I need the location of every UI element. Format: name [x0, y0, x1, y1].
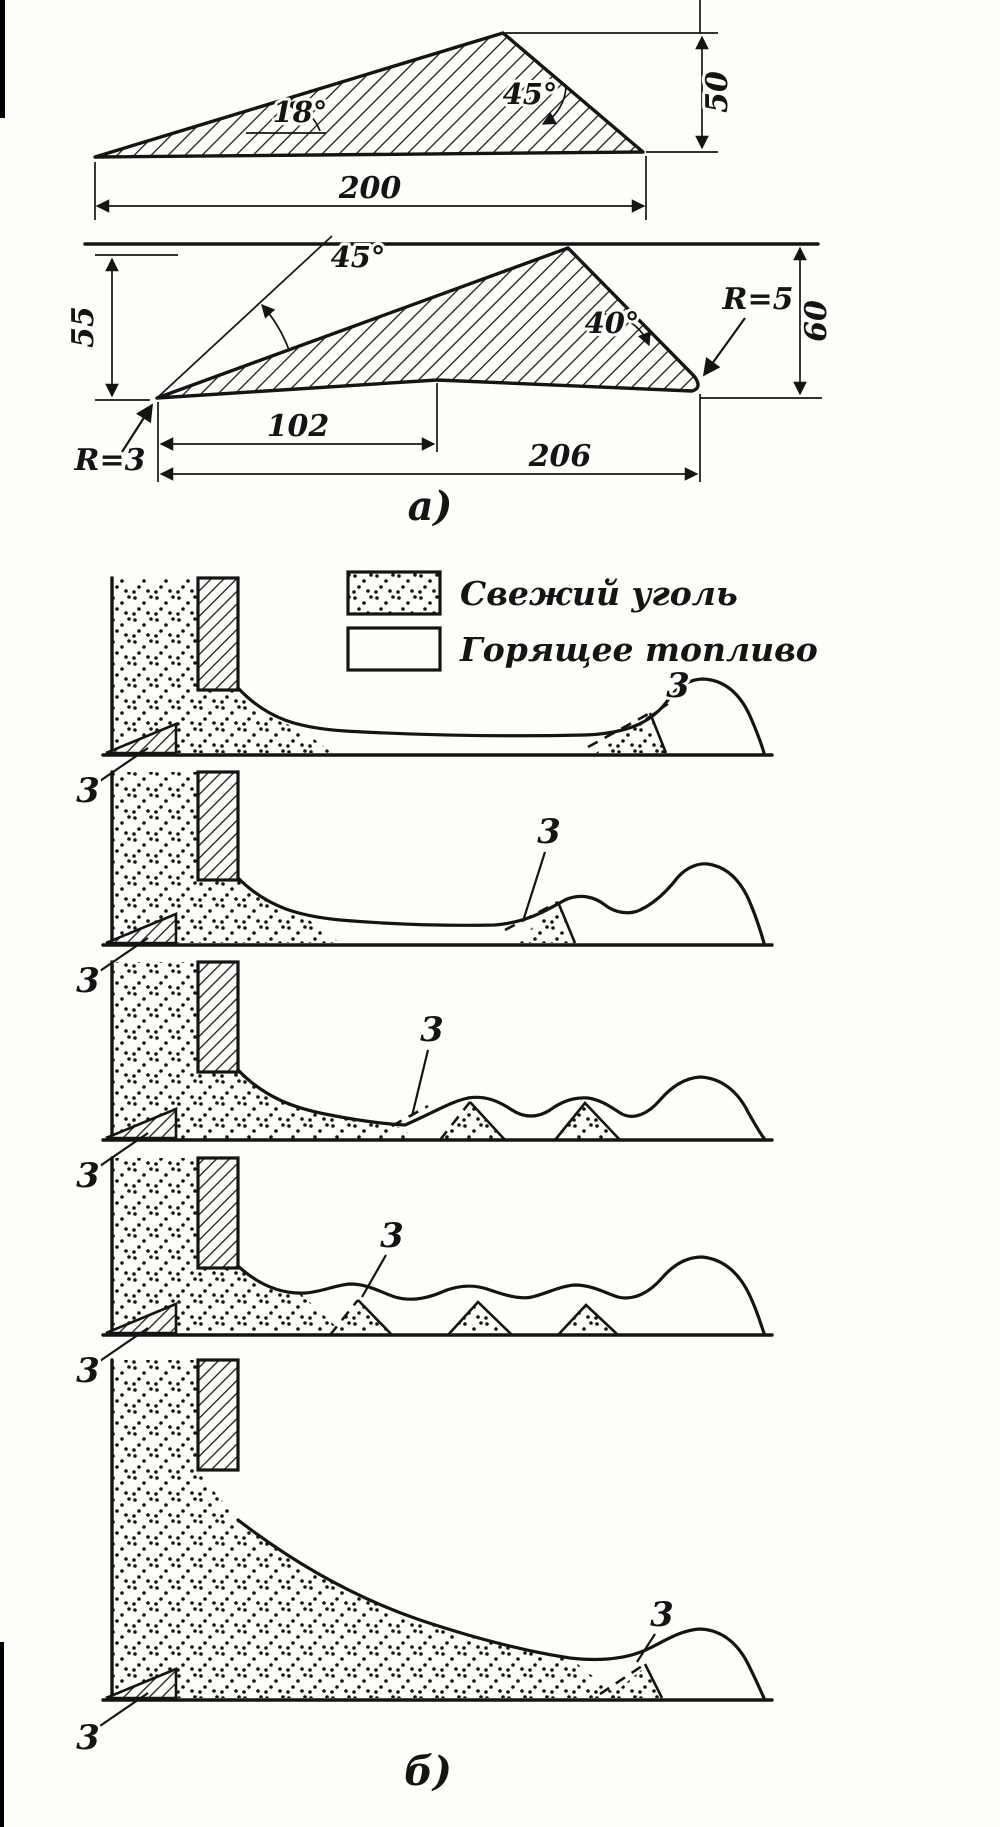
feed-marker-leader — [96, 1327, 149, 1364]
patch-solid-edge — [357, 1299, 393, 1336]
angle-arc-45 — [261, 303, 290, 351]
dim-label-200: 200 — [338, 171, 402, 206]
gate — [196, 576, 240, 692]
patch-solid-edge — [469, 1101, 506, 1141]
dim-label-50: 50 — [700, 71, 735, 113]
stage-3: 3 3 — [73, 960, 774, 1199]
legend-swatch-burning-fuel — [346, 626, 442, 672]
fuel-bed-surface — [236, 862, 766, 945]
bed-marker-label: 3 — [537, 812, 561, 852]
angle-ref-line-45 — [156, 235, 333, 399]
fresh-coal-fill — [112, 962, 420, 1140]
legend-swatch-fresh-coal — [346, 570, 442, 616]
radius-label-r5: R=5 — [722, 282, 794, 317]
patch-solid-edge — [557, 1303, 619, 1336]
fresh-coal-patch — [608, 1667, 662, 1698]
wedge-shape-bottom — [155, 246, 700, 400]
fresh-coal-fill — [112, 1360, 620, 1698]
patch-dashed-edge — [504, 900, 559, 932]
legend-label-fresh-coal: Свежий уголь — [460, 574, 738, 613]
fresh-coal-fill — [112, 1158, 345, 1335]
stage-1: 3 3 — [73, 576, 774, 814]
wedge-shape-top — [93, 31, 645, 159]
angle-arc-40 — [602, 313, 651, 347]
gate — [196, 960, 240, 1074]
toe-dashed-edge — [391, 1104, 429, 1128]
patch-solid-edge — [447, 1300, 513, 1336]
angle-arc-18 — [285, 99, 321, 132]
patch-solid-edge — [643, 1663, 664, 1699]
fresh-coal-fill — [112, 578, 332, 753]
fresh-coal-patch — [448, 1302, 512, 1335]
fuel-bed-surface — [236, 1068, 766, 1140]
feed-marker-leader — [96, 1132, 149, 1169]
profile-drawing-bottom: 45° 40° R=5 R=3 55 60 102 206 — [63, 235, 837, 482]
bed-marker-leader — [410, 1049, 430, 1117]
angle-label-45-top: 45° — [503, 77, 558, 111]
bed-marker-label: 3 — [666, 666, 690, 706]
legend-label-burning-fuel: Горящее топливо — [459, 630, 818, 669]
stage-4: 3 3 — [73, 1156, 774, 1394]
feed-marker-label: 3 — [76, 1351, 100, 1391]
feed-marker-label: 3 — [76, 1718, 100, 1758]
patch-dashed-edge — [328, 1299, 360, 1336]
gate — [196, 1156, 240, 1270]
fresh-coal-patch — [440, 1102, 505, 1140]
bed-marker-label: 3 — [650, 1595, 674, 1635]
angle-label-40: 40° — [585, 306, 640, 340]
angle-arc-45-top — [541, 85, 567, 125]
patch-dashed-edge — [587, 711, 651, 749]
profile-drawing-top: 18° 45° 50 200 — [93, 31, 738, 220]
fresh-coal-patch — [596, 716, 666, 753]
angle-label-18: 18° — [273, 95, 328, 129]
gate — [196, 770, 240, 882]
bed-marker-leader — [361, 1254, 387, 1298]
feed-marker-label: 3 — [76, 961, 100, 1001]
patch-dashed-edge — [438, 1101, 472, 1141]
leader-r5 — [702, 317, 746, 377]
fuel-bed-surface — [236, 677, 766, 755]
feed-marker-leader — [96, 747, 149, 784]
feed-marker-leader — [96, 937, 149, 974]
patch-solid-edge — [553, 1101, 621, 1141]
bed-marker-leader — [522, 851, 547, 919]
fuel-bed-surface — [236, 1255, 766, 1335]
angle-label-45: 45° — [331, 240, 386, 274]
legend: Свежий уголь Горящее топливо — [346, 570, 821, 672]
dim-label-60: 60 — [799, 300, 834, 342]
patch-solid-edge — [648, 712, 668, 754]
dim-label-55: 55 — [66, 306, 101, 348]
caption-part-b: б) — [404, 1748, 452, 1795]
patch-dashed-edge — [599, 1662, 646, 1696]
bed-marker-leader — [636, 1633, 656, 1663]
fuel-bed-surface — [236, 1518, 766, 1700]
patch-solid-edge — [556, 901, 577, 944]
fresh-coal-patch — [515, 905, 575, 943]
stage-2: 3 3 — [73, 770, 774, 1004]
gate — [196, 1358, 240, 1472]
bed-marker-leader — [645, 703, 669, 720]
stage-5: 3 3 — [73, 1358, 774, 1761]
radius-label-r3: R=3 — [74, 443, 146, 478]
caption-part-a: а) — [408, 483, 453, 530]
fresh-coal-patch — [558, 1305, 618, 1335]
fresh-coal-patch — [555, 1103, 620, 1140]
scan-artifact — [0, 0, 5, 118]
dim-label-206: 206 — [528, 439, 592, 474]
scan-artifact — [0, 1642, 4, 1827]
feed-marker-label: 3 — [76, 1156, 100, 1196]
dim-label-102: 102 — [267, 409, 330, 444]
feed-marker-leader — [96, 1692, 149, 1729]
feed-marker-label: 3 — [76, 771, 100, 811]
bed-marker-label: 3 — [420, 1010, 444, 1050]
leader-r3 — [121, 403, 153, 453]
fresh-coal-patch — [330, 1300, 392, 1335]
bed-marker-label: 3 — [380, 1216, 404, 1256]
fresh-coal-fill — [112, 772, 340, 943]
